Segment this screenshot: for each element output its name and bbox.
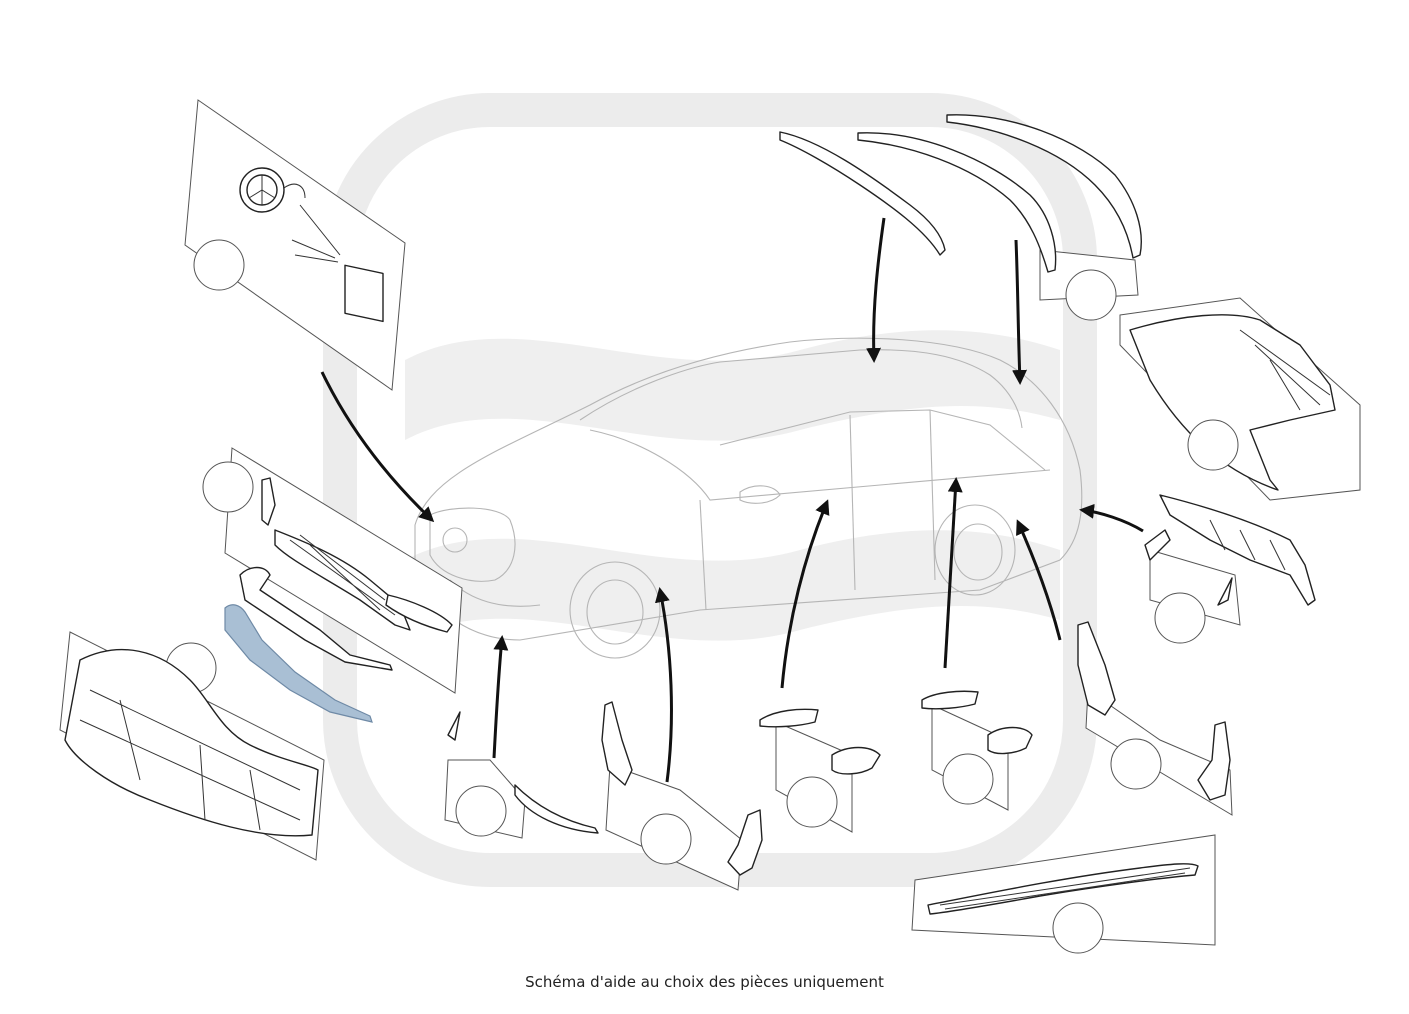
part-selector-roof-trunk-spoilers[interactable] (1065, 269, 1117, 321)
part-panel-roof-trunk-spoilers[interactable] (779, 114, 1142, 321)
part-selector-side-skirt[interactable] (1052, 902, 1104, 954)
part-panel-rear-door-handle[interactable] (921, 690, 1033, 811)
part-selector-rear-door-handle[interactable] (942, 753, 994, 805)
part-selector-rear-bumper[interactable] (1187, 419, 1239, 471)
part-selector-emblem-radar[interactable] (193, 239, 245, 291)
part-panel-emblem-radar[interactable] (184, 99, 406, 391)
part-selector-front-door-handle[interactable] (786, 776, 838, 828)
part-selector-radiator-grille[interactable] (202, 461, 254, 513)
part-panel-front-door-handle[interactable] (759, 708, 881, 833)
part-selector-front-wheel-arch-liner[interactable] (640, 813, 692, 865)
part-panel-front-fender-trim[interactable] (444, 711, 599, 839)
car-outline (414, 337, 1083, 659)
part-panel-rear-diffuser[interactable] (1144, 494, 1316, 644)
part-panel-rear-bumper[interactable] (1119, 297, 1361, 501)
part-selector-rear-diffuser[interactable] (1154, 592, 1206, 644)
part-panel-side-skirt[interactable] (911, 834, 1216, 954)
part-panel-rear-wheel-arch-liner[interactable] (1077, 621, 1233, 816)
part-selector-rear-wheel-arch-liner[interactable] (1110, 738, 1162, 790)
part-selector-front-fender-trim[interactable] (455, 785, 507, 837)
part-panel-radiator-grille[interactable] (202, 447, 463, 694)
part-panel-front-wheel-arch-liner[interactable] (601, 701, 763, 891)
part-panel-front-bumper[interactable] (59, 631, 325, 861)
diagram-caption: Schéma d'aide au choix des pièces unique… (525, 973, 884, 991)
pointer-arrows (320, 217, 1144, 783)
